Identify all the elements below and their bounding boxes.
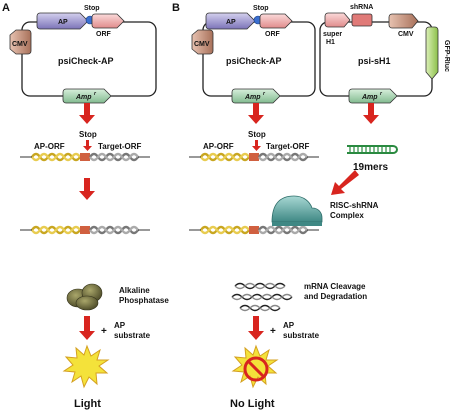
substrate-line1: AP bbox=[114, 321, 126, 330]
orf-part-icon bbox=[259, 13, 293, 29]
cmv-part-icon bbox=[191, 29, 214, 55]
red-arrow-icon bbox=[79, 178, 95, 200]
arrows bbox=[79, 103, 379, 340]
plasmid-b2: shRNA super H1 CMV GFP-Rluc psi-sH1 Amp … bbox=[319, 4, 450, 104]
stop-label: Stop bbox=[248, 130, 266, 139]
ap-label: AP bbox=[58, 19, 68, 26]
ap-part-icon bbox=[36, 12, 89, 30]
stop-label: Stop bbox=[79, 130, 97, 139]
shrna-label: shRNA bbox=[350, 4, 373, 11]
plus-sign: + bbox=[270, 326, 276, 337]
amp-part-icon bbox=[231, 88, 281, 104]
cmv-part-icon bbox=[388, 13, 419, 29]
plus-sign: + bbox=[101, 326, 107, 337]
plasmid-name: psi-sH1 bbox=[358, 56, 391, 66]
substrate-line2: substrate bbox=[114, 331, 151, 340]
amp-part-icon bbox=[62, 88, 112, 104]
gfp-rluc-part-icon bbox=[425, 26, 439, 80]
helix-icon bbox=[189, 225, 319, 235]
ap-part-icon bbox=[205, 12, 256, 30]
construct-b: Stop AP-ORF Target-ORF RISC-shRNA Com bbox=[189, 130, 379, 235]
result-label: No Light bbox=[230, 398, 275, 410]
red-arrow-icon bbox=[363, 103, 379, 124]
red-arrow-icon bbox=[248, 316, 264, 340]
risc-line1: RISC-shRNA bbox=[330, 201, 379, 210]
amp-superscript: r bbox=[263, 91, 266, 97]
plasmid-name: psiCheck-AP bbox=[226, 56, 282, 66]
amp-part-icon bbox=[348, 88, 398, 104]
shrna-part-icon bbox=[351, 13, 373, 27]
orf-label: ORF bbox=[96, 31, 112, 38]
super-h1-line1: super bbox=[323, 31, 342, 38]
amp-superscript: r bbox=[380, 91, 383, 97]
hairpin-icon bbox=[347, 145, 398, 154]
helix-icon bbox=[20, 152, 150, 162]
no-symbol-icon bbox=[243, 356, 269, 382]
construct-a: Stop AP-ORF Target-ORF bbox=[20, 130, 150, 235]
cmv-label: CMV bbox=[194, 41, 210, 48]
amp-label: Amp bbox=[361, 94, 378, 101]
enzyme-icon bbox=[66, 283, 103, 311]
light-burst-icon bbox=[62, 344, 110, 389]
amp-label: Amp bbox=[75, 94, 92, 101]
stop-arrow-icon bbox=[83, 140, 92, 151]
enzyme-line1: Alkaline bbox=[119, 286, 150, 295]
stop-label: Stop bbox=[84, 5, 100, 12]
stop-label: Stop bbox=[253, 5, 269, 12]
risc-complex-icon bbox=[271, 195, 323, 226]
risc-line2: Complex bbox=[330, 211, 364, 220]
mrna-line1: mRNA Cleavage bbox=[304, 282, 366, 291]
cmv-label: CMV bbox=[12, 41, 28, 48]
plasmid-b1: AP Stop ORF CMV psiCheck-AP Amp r bbox=[191, 5, 316, 104]
cmv-label: CMV bbox=[398, 31, 414, 38]
ap-label: AP bbox=[226, 19, 236, 26]
mrna-line2: and Degradation bbox=[304, 292, 367, 301]
cmv-part-icon bbox=[9, 29, 32, 55]
super-h1-line2: H1 bbox=[326, 39, 335, 46]
target-orf-label: Target-ORF bbox=[266, 142, 310, 151]
ap-orf-label: AP-ORF bbox=[203, 142, 234, 151]
red-arrow-icon bbox=[331, 170, 359, 195]
red-arrow-icon bbox=[79, 103, 95, 124]
fragmented-mrna-icon bbox=[231, 282, 293, 312]
panel-letter-b: B bbox=[172, 2, 180, 14]
hairpin-label: 19mers bbox=[353, 162, 388, 173]
helix-icon bbox=[189, 152, 319, 162]
amp-label: Amp bbox=[244, 94, 261, 101]
substrate-line2: substrate bbox=[283, 331, 320, 340]
ap-orf-label: AP-ORF bbox=[34, 142, 65, 151]
panel-letter-a: A bbox=[2, 2, 10, 14]
red-arrow-icon bbox=[248, 103, 264, 124]
amp-superscript: r bbox=[94, 91, 97, 97]
gfp-rluc-label: GFP-Rluc bbox=[443, 40, 450, 72]
red-arrow-icon bbox=[79, 316, 95, 340]
orf-label: ORF bbox=[265, 31, 281, 38]
enzyme-line2: Phosphatase bbox=[119, 296, 169, 305]
target-orf-label: Target-ORF bbox=[98, 142, 142, 151]
stop-arrow-icon bbox=[252, 140, 261, 151]
plasmid-name: psiCheck-AP bbox=[58, 56, 114, 66]
result-label: Light bbox=[74, 398, 101, 410]
super-h1-part-icon bbox=[324, 12, 351, 28]
plasmid-a: AP Stop ORF CMV psiCheck-AP Amp r bbox=[9, 5, 157, 104]
orf-part-icon bbox=[91, 13, 125, 29]
helix-icon bbox=[20, 225, 150, 235]
substrate-line1: AP bbox=[283, 321, 295, 330]
